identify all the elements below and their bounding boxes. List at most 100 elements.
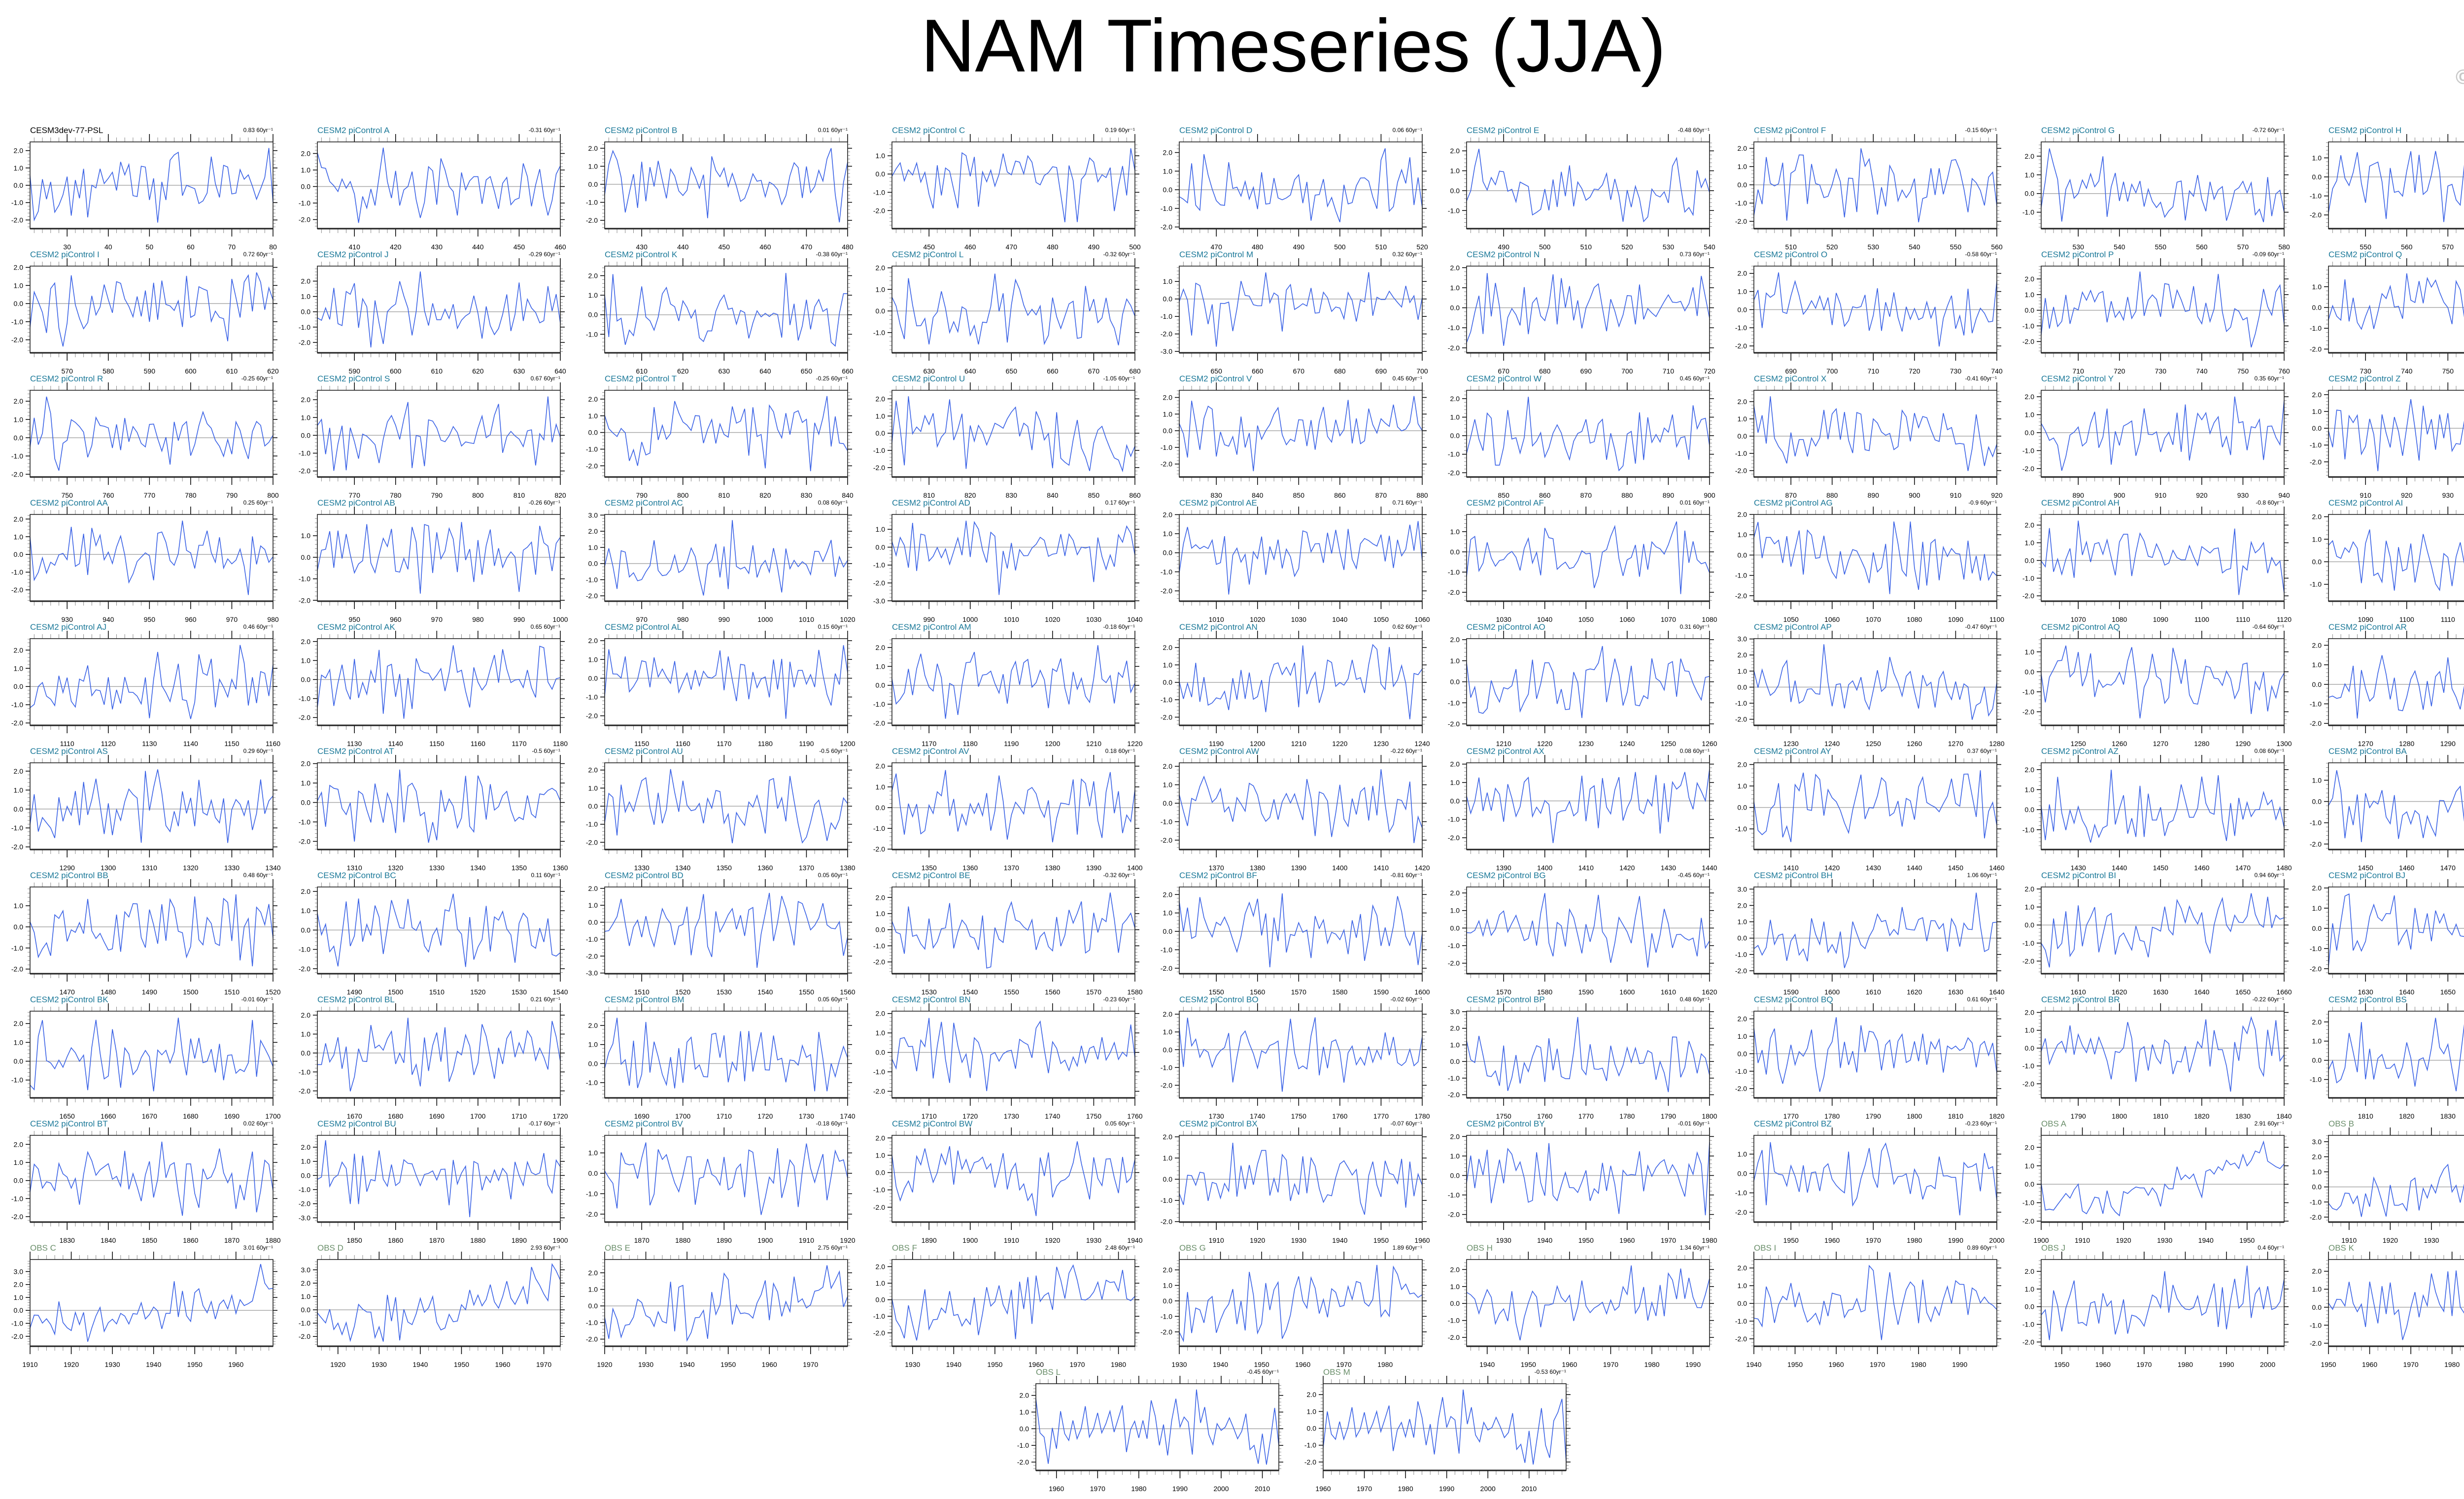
x-tick-label: 840: [842, 491, 854, 499]
series-line: [891, 396, 1135, 473]
nam-timeseries-panel: CESM2 piControl AI-0.31 60yr⁻¹-1.00.01.0…: [2310, 498, 2464, 623]
panel-title: CESM2 piControl U: [892, 374, 965, 383]
y-tick-label: 1.0: [301, 293, 311, 301]
x-tick-label: 1010: [1004, 615, 1019, 623]
trend-label: -0.32 60yr⁻¹: [1103, 251, 1135, 258]
x-tick-label: 740: [1991, 367, 2003, 375]
y-tick-label: 2.0: [588, 395, 598, 403]
x-tick-label: 840: [1252, 491, 1264, 499]
x-tick-label: 960: [390, 615, 402, 623]
x-tick-label: 920: [2196, 491, 2208, 499]
x-tick-label: 750: [62, 491, 73, 499]
x-tick-label: 30: [63, 243, 71, 251]
x-tick-label: 890: [1663, 491, 1675, 499]
x-tick-label: 670: [1498, 367, 1510, 375]
x-tick-label: 680: [1539, 367, 1551, 375]
y-tick-label: -1.0: [586, 576, 598, 583]
x-tick-label: 950: [349, 615, 361, 623]
series-line: [1466, 273, 1710, 346]
series-line: [604, 520, 848, 596]
x-tick-label: 560: [2196, 243, 2208, 251]
y-tick-label: 1.0: [1163, 410, 1173, 418]
x-tick-label: 740: [2401, 367, 2413, 375]
panel-title: CESM3dev-77-PSL: [30, 126, 103, 135]
y-tick-label: 1.0: [301, 166, 311, 174]
trend-label: -0.26 60yr⁻¹: [529, 499, 560, 506]
x-tick-label: 620: [267, 367, 279, 375]
x-tick-label: 960: [185, 615, 197, 623]
y-tick-label: -1.0: [1735, 572, 1747, 579]
series-line: [2041, 272, 2285, 348]
nam-timeseries-panel: CESM2 piControl Z0.57 60yr⁻¹-2.0-1.00.01…: [2310, 374, 2464, 499]
x-tick-label: 690: [1375, 367, 1387, 375]
x-tick-label: 1060: [1414, 615, 1430, 623]
copyright-watermark: © CVDP-LE: [2456, 65, 2464, 88]
y-tick-label: -1.0: [1448, 206, 1460, 214]
x-tick-label: 1000: [962, 615, 978, 623]
x-tick-label: 1050: [1578, 615, 1594, 623]
y-tick-label: -1.0: [586, 199, 598, 206]
y-tick-label: -1.0: [873, 561, 885, 569]
x-tick-label: 930: [62, 615, 73, 623]
x-tick-label: 880: [1826, 491, 1838, 499]
x-tick-label: 590: [144, 367, 156, 375]
y-tick-label: 0.0: [876, 543, 886, 551]
y-tick-label: 2.0: [2312, 513, 2322, 521]
panel-title: CESM2 piControl E: [1467, 126, 1539, 135]
y-tick-label: 1.0: [1450, 413, 1460, 421]
x-tick-label: 730: [1950, 367, 1962, 375]
y-tick-label: 0.0: [1738, 551, 1747, 559]
x-tick-label: 780: [185, 491, 197, 499]
x-tick-label: 700: [1826, 367, 1838, 375]
y-tick-label: 2.0: [1450, 264, 1460, 272]
plot-frame: [2328, 390, 2464, 477]
nam-timeseries-panel: CESM2 piControl L-0.32 60yr⁻¹-1.00.01.02…: [873, 250, 1141, 375]
x-tick-label: 980: [677, 615, 689, 623]
x-tick-label: 560: [2401, 243, 2413, 251]
y-tick-label: 2.0: [1738, 144, 1747, 152]
y-tick-label: 1.0: [2025, 539, 2035, 546]
nam-timeseries-panel: CESM2 piControl AH-0.8 60yr⁻¹-2.0-1.00.0…: [2022, 498, 2292, 623]
y-tick-label: -1.0: [1448, 568, 1460, 576]
x-tick-label: 430: [636, 243, 648, 251]
x-tick-label: 440: [677, 243, 689, 251]
y-tick-label: 1.0: [2312, 408, 2322, 415]
x-tick-label: 830: [801, 491, 813, 499]
x-tick-label: 700: [1416, 367, 1428, 375]
x-tick-label: 920: [2401, 491, 2413, 499]
x-tick-label: 930: [2237, 491, 2249, 499]
x-tick-label: 860: [1334, 491, 1346, 499]
y-tick-label: 1.0: [1450, 167, 1460, 175]
y-tick-label: 2.0: [876, 264, 886, 272]
panel-title: CESM2 piControl P: [2041, 250, 2114, 259]
x-tick-label: 1110: [2236, 615, 2250, 623]
y-tick-label: 0.0: [1163, 295, 1173, 303]
trend-label: -0.31 60yr⁻¹: [529, 127, 560, 134]
y-tick-label: -2.0: [299, 216, 310, 224]
panel-title: CESM2 piControl R: [30, 374, 103, 383]
y-tick-label: 2.0: [14, 397, 24, 405]
y-tick-label: -1.0: [11, 318, 23, 326]
panel-title: CESM2 piControl AC: [605, 498, 683, 508]
y-tick-label: 1.0: [876, 285, 886, 293]
plot-frame: [891, 390, 1135, 477]
panel-title: CESM2 piControl L: [892, 250, 964, 259]
x-tick-label: 1060: [1619, 615, 1635, 623]
x-tick-label: 1030: [1086, 615, 1101, 623]
y-tick-label: -1.0: [299, 323, 310, 331]
x-tick-label: 800: [472, 491, 484, 499]
y-tick-label: 1.0: [14, 664, 24, 672]
y-tick-label: 1.0: [14, 533, 24, 541]
panel-title: CESM2 piControl AB: [317, 498, 395, 508]
y-tick-label: -1.0: [11, 701, 23, 709]
x-tick-label: 880: [1416, 491, 1428, 499]
plot-frame: [891, 141, 1135, 229]
series-line: [604, 273, 848, 347]
x-tick-label: 810: [513, 491, 525, 499]
x-tick-label: 850: [1088, 491, 1100, 499]
series-line: [30, 520, 274, 595]
